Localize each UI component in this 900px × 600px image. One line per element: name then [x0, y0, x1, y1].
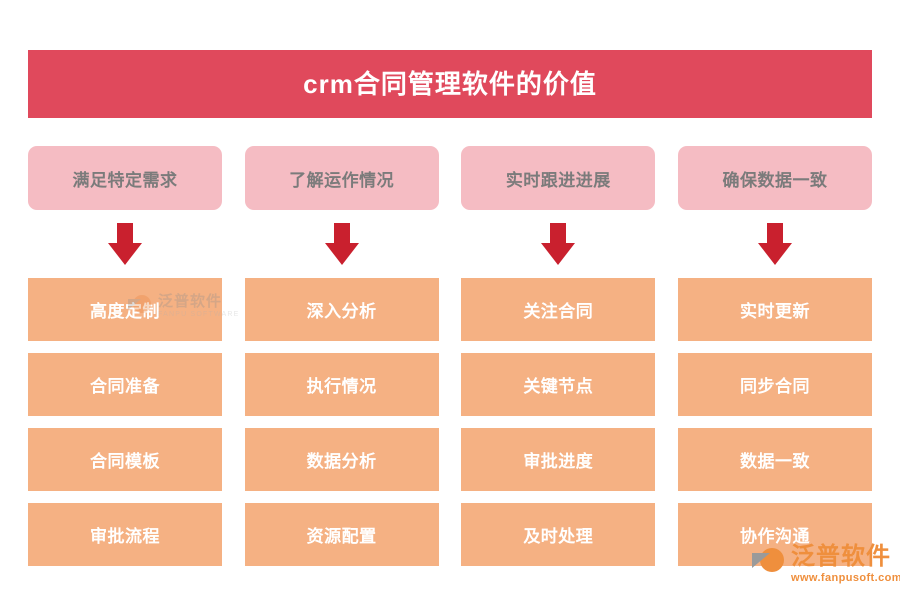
- arrow-head: [108, 243, 142, 265]
- column-1-header[interactable]: 满足特定需求: [28, 146, 222, 210]
- arrow-down-icon: [757, 223, 792, 265]
- column-4-arrow-wrap: [678, 210, 872, 278]
- columns-container: 满足特定需求 高度定制 合同准备 合同模板 审批流程: [28, 146, 872, 566]
- column-1-item-1[interactable]: 高度定制: [28, 278, 222, 341]
- column-4-item-4-label: 协作沟通: [739, 527, 810, 546]
- column-1-item-1-label: 高度定制: [90, 302, 160, 321]
- column-3-item-1-label: 关注合同: [523, 302, 594, 321]
- arrow-down-icon: [541, 223, 576, 265]
- column-1-item-4-label: 审批流程: [90, 527, 160, 546]
- column-3-item-3[interactable]: 审批进度: [461, 428, 656, 491]
- brand-logo: 泛普软件 www.fanpusoft.com: [752, 545, 900, 584]
- column-4-item-3[interactable]: 数据一致: [677, 428, 872, 491]
- arrow-head: [541, 243, 576, 265]
- column-3-item-3-label: 审批进度: [523, 452, 594, 471]
- column-4: 确保数据一致 实时更新 同步合同 数据一致 协作沟通: [677, 146, 872, 566]
- column-3-arrow-wrap: [461, 210, 655, 278]
- column-2-item-3-label: 数据分析: [306, 452, 377, 471]
- column-1-arrow-wrap: [28, 210, 222, 278]
- column-1-item-4[interactable]: 审批流程: [28, 503, 222, 566]
- column-3-item-1[interactable]: 关注合同: [461, 278, 656, 341]
- arrow-shaft: [117, 223, 133, 245]
- column-2-item-2[interactable]: 执行情况: [244, 353, 439, 416]
- column-3-header[interactable]: 实时跟进进展: [461, 146, 656, 210]
- column-2-item-2-label: 执行情况: [306, 377, 377, 396]
- arrow-down-icon: [108, 223, 142, 265]
- column-1-item-2-label: 合同准备: [90, 377, 160, 396]
- banner-title-bar: crm合同管理软件的价值: [28, 50, 872, 118]
- column-1-item-2[interactable]: 合同准备: [28, 353, 222, 416]
- arrow-shaft: [333, 223, 350, 245]
- column-3-header-label: 实时跟进进展: [505, 170, 611, 190]
- column-2-item-3[interactable]: 数据分析: [244, 428, 439, 491]
- column-3: 实时跟进进展 关注合同 关键节点 审批进度 及时处理: [461, 146, 656, 566]
- arrow-shaft: [550, 223, 567, 245]
- column-3-item-4-label: 及时处理: [523, 527, 594, 546]
- column-2: 了解运作情况 深入分析 执行情况 数据分析 资源配置: [244, 146, 439, 566]
- column-3-item-4[interactable]: 及时处理: [461, 503, 656, 566]
- column-3-item-2[interactable]: 关键节点: [461, 353, 656, 416]
- page-title: crm合同管理软件的价值: [303, 69, 597, 99]
- arrow-head: [324, 243, 359, 265]
- column-1-header-label: 满足特定需求: [72, 170, 178, 190]
- column-3-item-2-label: 关键节点: [523, 377, 594, 396]
- column-1-item-3[interactable]: 合同模板: [28, 428, 222, 491]
- brand-website: www.fanpusoft.com: [791, 572, 900, 584]
- column-2-arrow-wrap: [245, 210, 439, 278]
- arrow-head: [757, 243, 792, 265]
- column-1-item-3-label: 合同模板: [90, 452, 160, 471]
- column-2-header[interactable]: 了解运作情况: [244, 146, 439, 210]
- column-4-header[interactable]: 确保数据一致: [677, 146, 872, 210]
- column-2-item-4[interactable]: 资源配置: [244, 503, 439, 566]
- column-4-item-1[interactable]: 实时更新: [677, 278, 872, 341]
- column-2-item-4-label: 资源配置: [306, 527, 377, 546]
- arrow-down-icon: [324, 223, 359, 265]
- fanpu-logo-icon: [752, 546, 786, 580]
- column-4-header-label: 确保数据一致: [722, 170, 828, 190]
- brand-logo-texts: 泛普软件 www.fanpusoft.com: [791, 545, 900, 584]
- column-4-item-1-label: 实时更新: [739, 302, 810, 321]
- brand-company-cn: 泛普软件: [791, 543, 891, 570]
- arrow-shaft: [766, 223, 783, 245]
- column-2-item-1[interactable]: 深入分析: [244, 278, 439, 341]
- column-4-item-2[interactable]: 同步合同: [677, 353, 872, 416]
- column-4-item-3-label: 数据一致: [739, 452, 810, 471]
- column-4-item-2-label: 同步合同: [739, 377, 810, 396]
- column-1: 满足特定需求 高度定制 合同准备 合同模板 审批流程: [28, 146, 222, 566]
- brand-logo-wedge: [752, 553, 770, 568]
- column-2-item-1-label: 深入分析: [306, 302, 377, 321]
- column-2-header-label: 了解运作情况: [289, 170, 395, 190]
